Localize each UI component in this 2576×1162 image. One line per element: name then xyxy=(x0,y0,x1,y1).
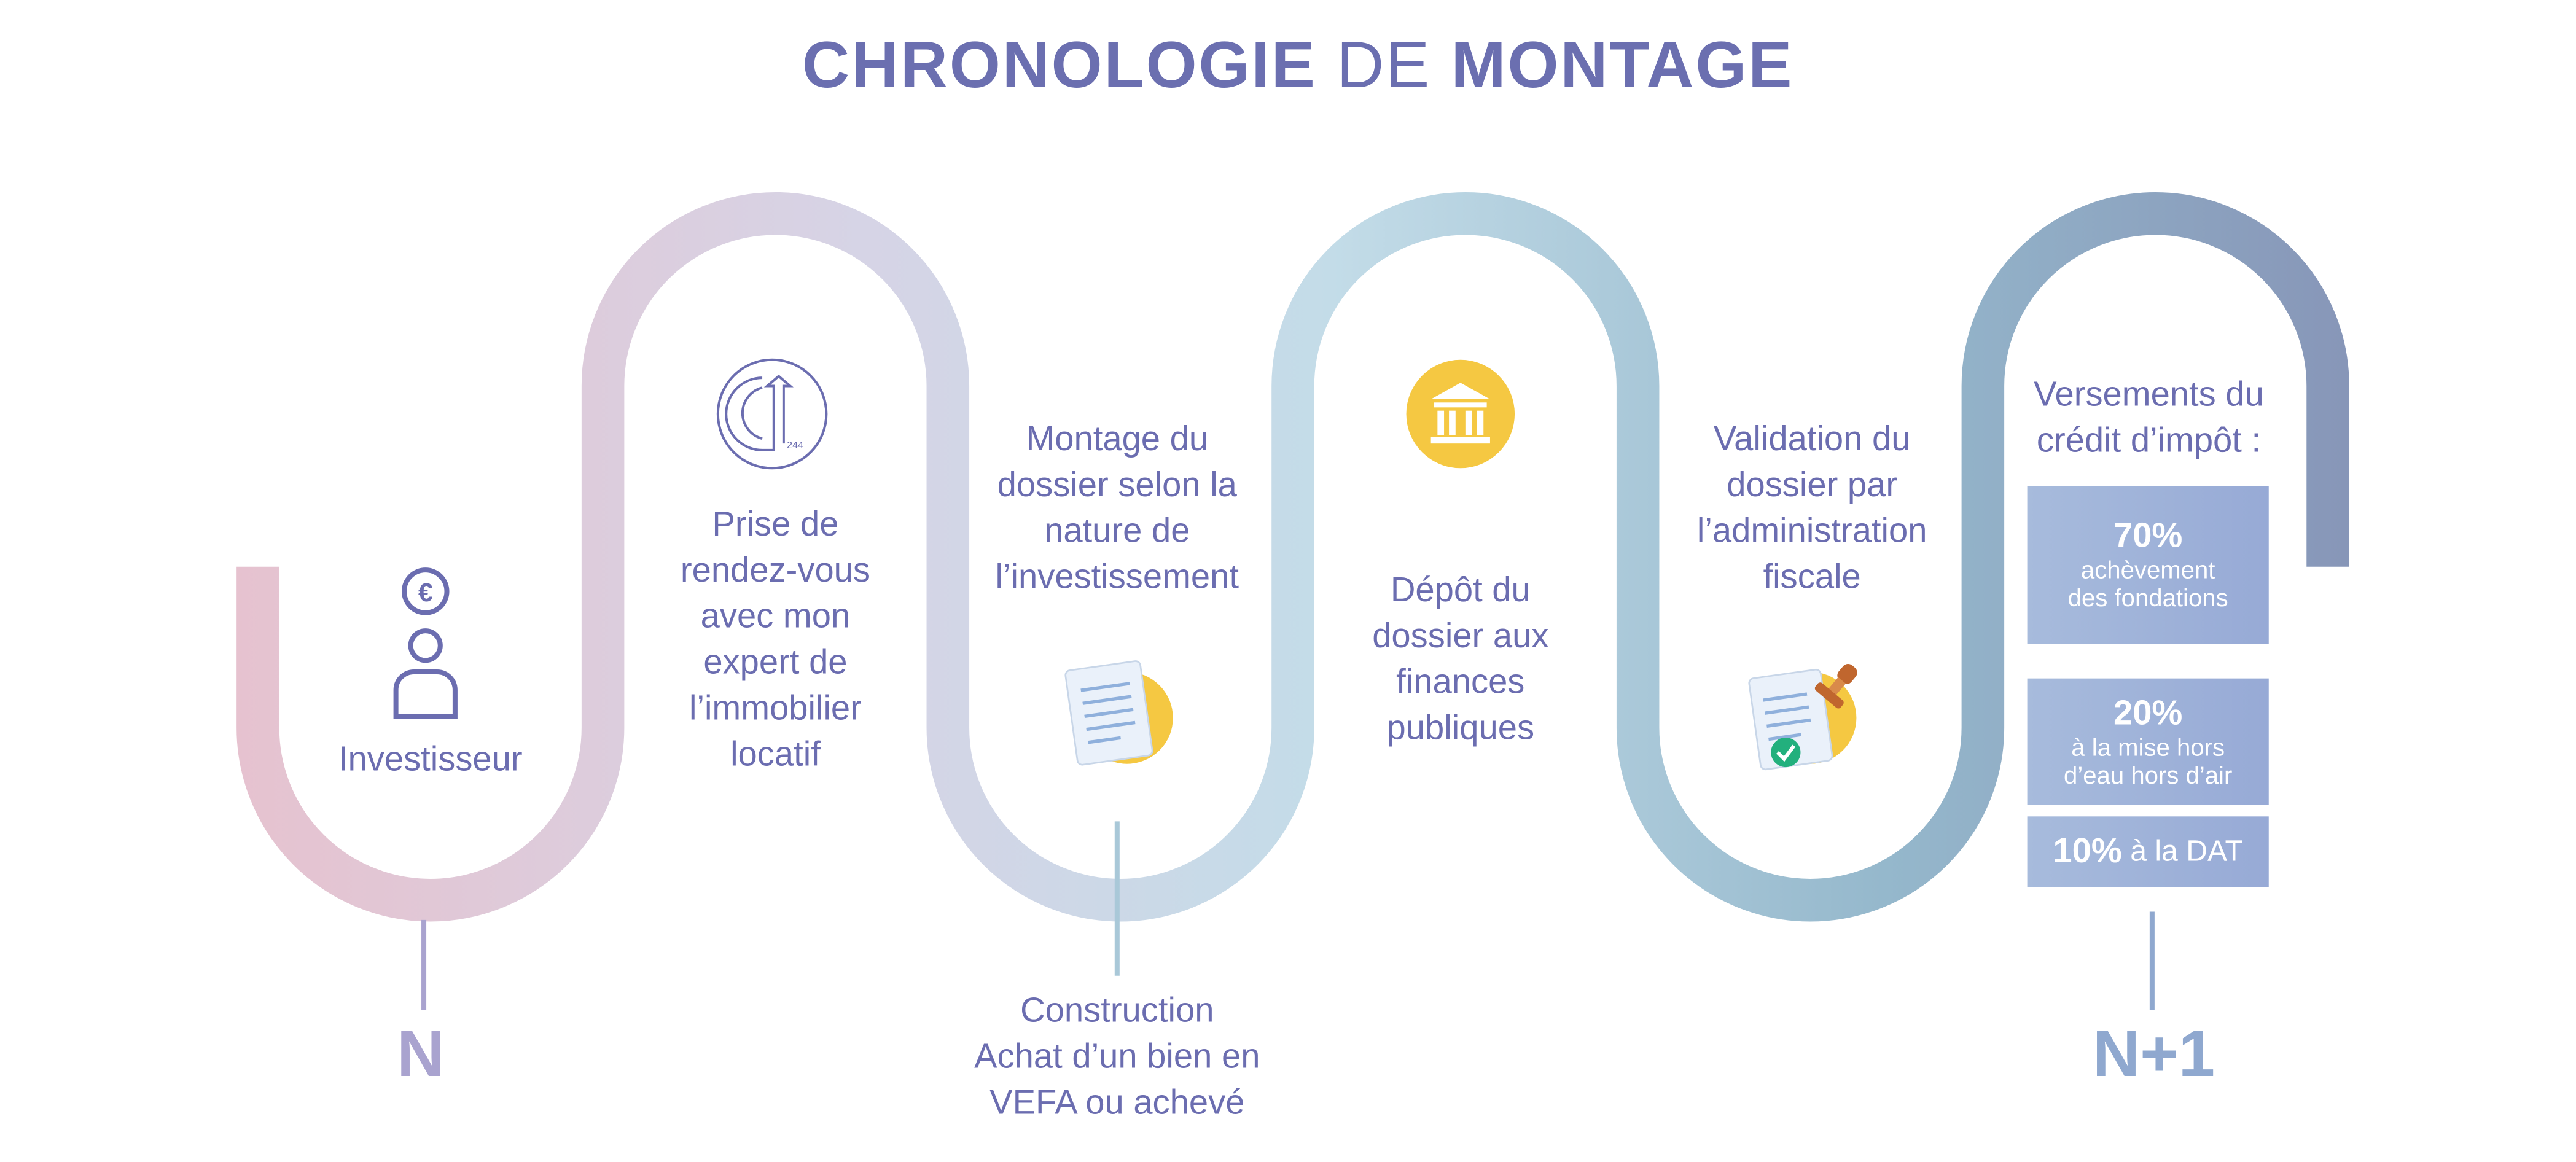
start-year-marker: N xyxy=(397,1018,445,1091)
step-payments-label: Versements du crédit d’impôt : xyxy=(2034,373,2264,465)
stamped-document-icon xyxy=(1748,664,1857,771)
text-line: achèvement xyxy=(2080,556,2215,585)
step-submission-label: Dépôt du dossier aux finances publiques xyxy=(1372,568,1548,752)
text-line: Construction xyxy=(1020,992,1214,1031)
text-line: crédit d’impôt : xyxy=(2036,422,2262,460)
text-line: Versements du xyxy=(2034,376,2264,415)
text-line: Validation du xyxy=(1713,420,1911,459)
text-line: l’investissement xyxy=(995,558,1239,596)
text-line: l’immobilier xyxy=(689,690,862,728)
text-line: fiscale xyxy=(1763,558,1861,596)
text-line: Prise de xyxy=(712,505,839,544)
text-line: rendez-vous xyxy=(680,552,871,590)
text-line: Dépôt du xyxy=(1390,571,1531,610)
ci-244-logo: 244 xyxy=(716,358,828,470)
text-line: Investisseur xyxy=(338,741,523,779)
title-part: MONTAGE xyxy=(1451,29,1794,102)
text-line: locatif xyxy=(730,736,821,774)
text-line: dossier selon la xyxy=(997,466,1237,505)
text-line: dossier aux xyxy=(1372,617,1549,656)
title-part: CHRONOLOGIE xyxy=(802,29,1317,102)
text-line: à la mise hors xyxy=(2071,733,2225,762)
svg-text:244: 244 xyxy=(787,440,803,451)
step-validation-label: Validation du dossier par l’administration… xyxy=(1697,417,1927,601)
end-year-marker: N+1 xyxy=(2092,1018,2215,1091)
payment-box-10: 10% à la DAT xyxy=(2027,816,2269,887)
step-appointment-label: Prise de rendez-vous avec mon expert de l’im… xyxy=(681,502,870,778)
text-line: des fondations xyxy=(2067,585,2228,613)
step-file-preparation-label: Montage du dossier selon la nature de l’inv… xyxy=(996,417,1239,601)
page-title: CHRONOLOGIE DE MONTAGE xyxy=(802,29,1793,103)
svg-text:€: € xyxy=(418,578,433,607)
step-investor-label: Investisseur xyxy=(338,738,523,784)
text-line: l’administration xyxy=(1696,512,1927,551)
payment-percent: 10% xyxy=(2053,832,2122,870)
payment-percent: 20% xyxy=(2113,694,2183,732)
title-part: DE xyxy=(1337,29,1432,102)
text-line: Montage du xyxy=(1026,420,1209,459)
investor-euro-icon: € xyxy=(393,567,458,719)
text-line: dossier par xyxy=(1727,466,1898,505)
text-line: publiques xyxy=(1386,709,1535,747)
text-line: Achat d’un bien en xyxy=(974,1038,1260,1076)
document-icon xyxy=(1064,660,1173,766)
text-line: expert de xyxy=(703,644,848,682)
payment-percent: 70% xyxy=(2113,517,2183,556)
text-line: à la DAT xyxy=(2130,834,2243,868)
bank-icon xyxy=(1406,359,1515,469)
text-line: d’eau hors d’air xyxy=(2064,761,2233,790)
text-line: avec mon xyxy=(700,598,851,636)
text-line: nature de xyxy=(1044,512,1190,551)
ribbon-path xyxy=(236,192,2349,922)
text-line: finances xyxy=(1396,663,1525,702)
text-line: VEFA ou achevé xyxy=(989,1084,1245,1122)
